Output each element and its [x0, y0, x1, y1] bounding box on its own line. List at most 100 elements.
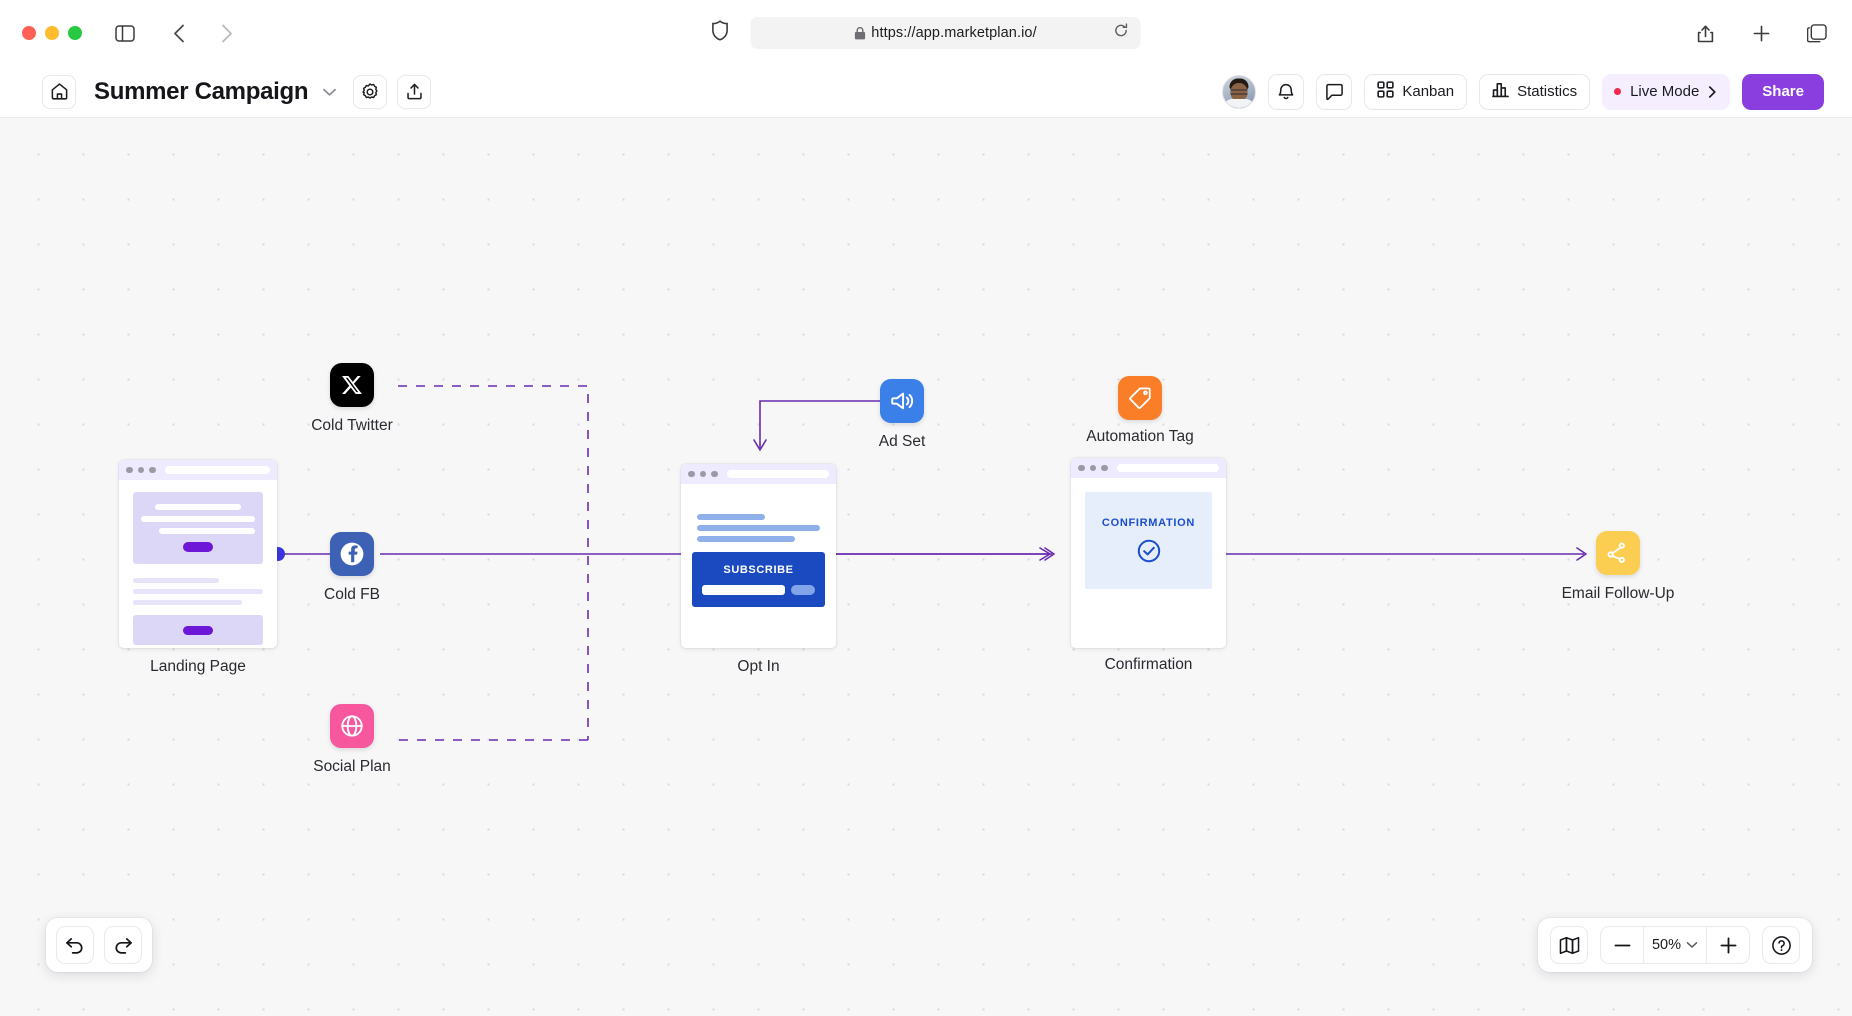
- text-line: [697, 536, 796, 542]
- x-twitter-icon[interactable]: [330, 363, 374, 407]
- window-traffic-lights: [22, 26, 82, 40]
- check-circle-icon: [1136, 538, 1162, 564]
- chevron-down-icon: [1686, 941, 1698, 949]
- chevron-down-icon[interactable]: [322, 87, 337, 97]
- node-social-plan[interactable]: Social Plan: [313, 704, 391, 775]
- email-field-mock: [702, 585, 785, 595]
- url-input[interactable]: https://app.marketplan.io/: [750, 17, 1141, 49]
- page-title: Summer Campaign: [94, 77, 309, 105]
- opt-in-form: [702, 585, 815, 595]
- text-line: [133, 589, 263, 594]
- preview-dot: [1089, 464, 1096, 472]
- chevron-right-icon: [1708, 85, 1717, 99]
- shield-icon[interactable]: [712, 20, 729, 46]
- redo-icon[interactable]: [104, 926, 142, 964]
- text-line: [697, 514, 765, 520]
- zoom-level-select[interactable]: 50%: [1643, 926, 1707, 964]
- opt-in-preview[interactable]: SUBSCRIBE: [681, 464, 836, 648]
- address-bar-area: https://app.marketplan.io/: [712, 17, 1141, 49]
- workflow-branch-icon[interactable]: [1596, 531, 1640, 575]
- map-icon[interactable]: [1550, 926, 1588, 964]
- node-label-cold-twitter: Cold Twitter: [311, 417, 393, 434]
- tab-kanban[interactable]: Kanban: [1364, 73, 1468, 110]
- tab-kanban-label: Kanban: [1402, 83, 1455, 100]
- question-mark-icon[interactable]: [1762, 926, 1800, 964]
- undo-icon[interactable]: [56, 926, 94, 964]
- gear-icon[interactable]: [353, 74, 388, 109]
- node-landing-page[interactable]: Landing Page: [119, 460, 277, 675]
- landing-page-body: [119, 492, 277, 648]
- browser-right-controls: [1688, 16, 1834, 50]
- zoom-controls: 50%: [1600, 926, 1750, 964]
- avatar-shirt: [1224, 98, 1255, 108]
- node-ad-set[interactable]: Ad Set: [879, 379, 925, 450]
- preview-urlbar: [726, 470, 829, 478]
- reload-icon[interactable]: [1114, 23, 1129, 43]
- hero-line: [140, 516, 256, 522]
- new-tab-icon[interactable]: [1744, 16, 1778, 50]
- node-label-confirmation: Confirmation: [1104, 656, 1193, 673]
- sidebar-toggle-icon[interactable]: [108, 16, 142, 50]
- live-mode-button[interactable]: Live Mode: [1602, 73, 1731, 110]
- preview-dot: [1078, 464, 1085, 472]
- back-arrow-icon[interactable]: [162, 16, 196, 50]
- facebook-icon[interactable]: [330, 532, 374, 576]
- node-cold-twitter[interactable]: Cold Twitter: [311, 363, 393, 434]
- avatar[interactable]: [1222, 74, 1257, 109]
- forward-arrow-icon[interactable]: [210, 16, 244, 50]
- history-toolbar: [46, 918, 152, 972]
- megaphone-icon[interactable]: [880, 379, 924, 423]
- navigation-arrows: [162, 16, 244, 50]
- zoom-toolbar: 50%: [1538, 918, 1812, 972]
- node-cold-fb[interactable]: Cold FB: [324, 532, 380, 603]
- landing-page-preview[interactable]: [119, 460, 277, 648]
- live-status-dot: [1614, 88, 1622, 95]
- landing-lower-block: [133, 615, 263, 645]
- node-label-landing-page: Landing Page: [150, 658, 246, 675]
- landing-lower-cta: [183, 625, 213, 635]
- preview-dot: [137, 466, 144, 474]
- comment-icon[interactable]: [1316, 73, 1353, 110]
- grid-icon: [1377, 81, 1395, 102]
- maximize-window-button[interactable]: [68, 26, 82, 40]
- lock-icon: [854, 26, 865, 40]
- node-opt-in[interactable]: SUBSCRIBE Opt In: [681, 464, 836, 675]
- globe-icon[interactable]: [330, 704, 374, 748]
- bell-icon[interactable]: [1268, 73, 1305, 110]
- tag-icon[interactable]: [1118, 376, 1162, 420]
- confirmation-preview[interactable]: CONFIRMATION: [1071, 458, 1226, 648]
- share-button[interactable]: Share: [1742, 73, 1824, 110]
- opt-in-body: SUBSCRIBE: [681, 514, 836, 648]
- header-left-group: Summer Campaign: [42, 74, 432, 109]
- text-line: [133, 578, 219, 583]
- tab-statistics[interactable]: Statistics: [1479, 73, 1591, 110]
- app-header: Summer Campaign: [0, 66, 1852, 118]
- zoom-level-value: 50%: [1651, 937, 1682, 953]
- landing-hero-block: [133, 492, 263, 564]
- close-window-button[interactable]: [22, 26, 36, 40]
- home-icon[interactable]: [42, 74, 76, 109]
- node-email-follow-up[interactable]: Email Follow-Up: [1562, 531, 1674, 602]
- node-automation-tag[interactable]: Automation Tag: [1086, 376, 1194, 445]
- tabs-overview-icon[interactable]: [1800, 16, 1834, 50]
- zoom-in-button[interactable]: [1707, 926, 1749, 964]
- confirmation-body: CONFIRMATION: [1071, 492, 1226, 648]
- landing-text-lines: [133, 578, 263, 605]
- opt-in-subscribe-block: SUBSCRIBE: [692, 552, 825, 607]
- subscribe-label: SUBSCRIBE: [723, 564, 794, 576]
- preview-dot: [699, 470, 706, 478]
- zoom-out-button[interactable]: [1601, 926, 1643, 964]
- flow-canvas[interactable]: Landing Page Cold Twitter Cold FB Social…: [0, 118, 1852, 1016]
- text-line: [697, 525, 820, 531]
- live-mode-label: Live Mode: [1630, 83, 1700, 100]
- minimize-window-button[interactable]: [45, 26, 59, 40]
- preview-dot: [688, 470, 695, 478]
- header-right-group: Kanban Statistics Live Mode Share: [1222, 73, 1824, 110]
- preview-dot: [711, 470, 718, 478]
- preview-titlebar: [119, 460, 277, 480]
- node-confirmation[interactable]: CONFIRMATION Confirmation: [1071, 458, 1226, 673]
- node-label-email-follow-up: Email Follow-Up: [1561, 585, 1675, 602]
- share-icon[interactable]: [1688, 16, 1722, 50]
- upload-icon[interactable]: [397, 74, 432, 109]
- bar-chart-icon: [1492, 81, 1509, 102]
